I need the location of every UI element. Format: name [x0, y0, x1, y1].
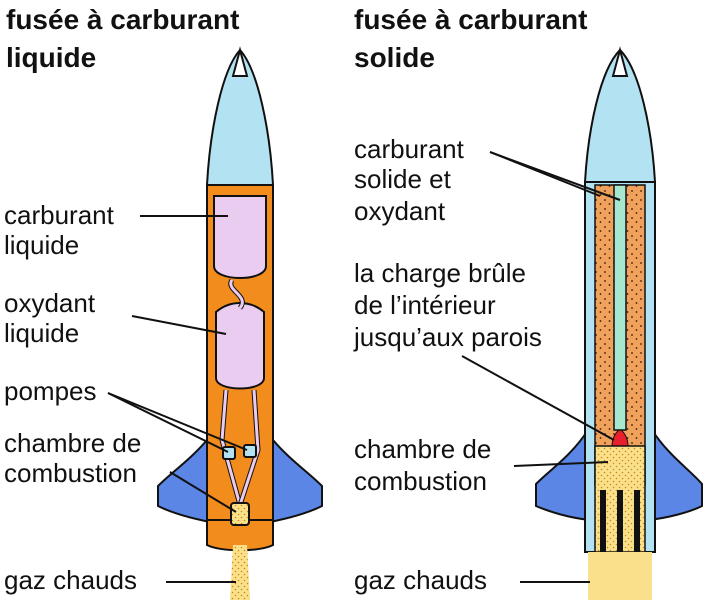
- leader-solid-fuel-b: [489, 151, 621, 201]
- solid-title-line-2: solide: [354, 42, 435, 73]
- solid-burn-label-line-2: de l’intérieur: [354, 290, 496, 320]
- liquid-rocket: [157, 46, 323, 600]
- liquid-pump-right: [243, 444, 257, 458]
- liquid-exhaust: [230, 545, 250, 600]
- solid-exhaust: [588, 552, 652, 600]
- solid-left-fin: [535, 426, 592, 522]
- solid-nose-tip: [611, 46, 629, 77]
- liquid-pipe-3-inner: [238, 389, 260, 506]
- liquid-oxidizer-label-line-2: liquide: [4, 318, 80, 348]
- solid-fuel-label-line-3: oxydant: [354, 196, 446, 226]
- solid-burn-label-line-3: jusqu’aux parois: [354, 322, 542, 352]
- solid-right-fin: [646, 426, 703, 522]
- leader-liquid-oxidizer: [131, 315, 227, 335]
- liquid-right-fin: [268, 437, 323, 524]
- leader-solid-burn: [461, 355, 615, 441]
- liquid-pipe-1-inner: [229, 279, 244, 309]
- solid-fuel-label-line-1: carburant: [354, 134, 464, 164]
- liquid-oxidizer-tank: [215, 302, 265, 390]
- solid-core-channel: [613, 184, 627, 431]
- liquid-chamber-label-line-1: chambre de: [4, 428, 142, 458]
- liquid-pump-left: [222, 446, 236, 460]
- solid-grain-slot-3: [634, 490, 640, 552]
- solid-fuel-label-line-2: solide et: [354, 164, 451, 194]
- liquid-gas-label: gaz chauds: [4, 565, 137, 595]
- solid-rocket: [535, 46, 703, 600]
- solid-burn-front: [611, 429, 629, 447]
- solid-burn-label-line-1: la charge brûle: [354, 258, 526, 288]
- leader-liquid-pumps-a: [107, 392, 229, 453]
- leader-liquid-pumps-b: [107, 392, 248, 451]
- leader-lines: [107, 151, 621, 583]
- liquid-combustion-chamber: [230, 502, 250, 526]
- liquid-fuel-label-line-2: liquide: [4, 230, 80, 260]
- liquid-title-line-2: liquide: [6, 42, 97, 73]
- solid-title-line-1: fusée à carburant: [354, 4, 588, 35]
- solid-grain-slot-1: [600, 490, 606, 552]
- leader-solid-chamber: [513, 461, 609, 467]
- liquid-title-line-1: fusée à carburant: [6, 4, 240, 35]
- liquid-fuel-label-line-1: carburant: [4, 200, 114, 230]
- solid-gas-label: gaz chauds: [354, 565, 487, 595]
- solid-chamber-label-line-2: combustion: [354, 466, 487, 496]
- liquid-nose-tip: [231, 46, 249, 77]
- solid-chamber-label-line-1: chambre de: [354, 434, 492, 464]
- leader-liquid-chamber: [169, 471, 237, 513]
- liquid-pumps-label: pompes: [4, 376, 97, 406]
- liquid-oxidizer-label-line-1: oxydant: [4, 288, 96, 318]
- solid-grain-slot-2: [617, 490, 623, 552]
- liquid-fuel-tank: [213, 195, 267, 279]
- liquid-chamber-label-line-2: combustion: [4, 458, 137, 488]
